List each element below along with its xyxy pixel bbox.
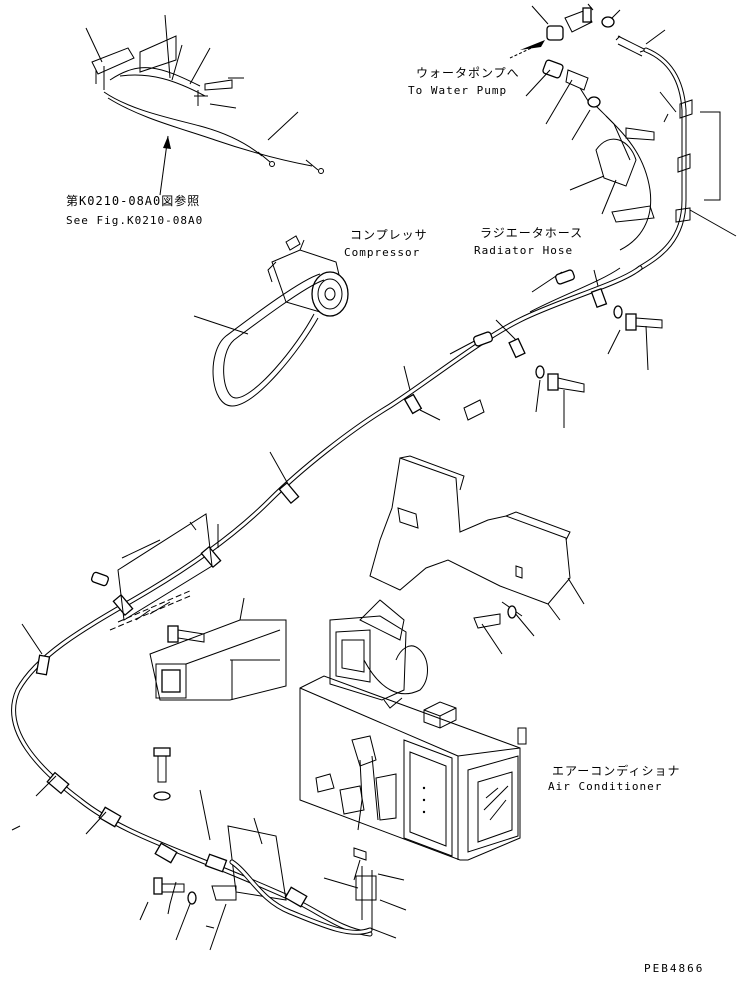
water-hose-right [595, 47, 737, 271]
compressor [193, 235, 349, 407]
radiator-hose-clamp [569, 115, 655, 223]
radiator-hose-label-en: Radiator Hose [474, 244, 574, 257]
water-pump-label-jp: ウォータポンプへ [416, 66, 520, 80]
hose-bracket-panels [117, 513, 287, 901]
drawing-code: PEB4866 [644, 962, 705, 975]
air-conditioner-label-en: Air Conditioner [548, 780, 663, 793]
air-conditioner-label-jp: エアーコンディショナ [552, 764, 681, 778]
water-pump-fittings [509, 3, 666, 141]
bolts-and-washers [90, 269, 663, 951]
see-fig-label-en: See Fig.K0210-08A0 [66, 214, 204, 227]
control-cable-assembly [85, 14, 324, 174]
radiator-hose-label-jp: ラジエータホース [480, 226, 584, 240]
see-fig-label-jp: 第K0210-08A0図参照 [66, 194, 201, 208]
air-conditioner-unit [299, 599, 527, 939]
hose-clamps [11, 269, 608, 908]
compressor-label-jp: コンプレッサ [350, 228, 428, 242]
heater-hose-lower [229, 859, 373, 935]
water-pump-label-en: To Water Pump [408, 84, 508, 97]
ac-callouts [205, 605, 535, 929]
air-duct-upper [369, 455, 585, 621]
main-heater-hose [11, 265, 643, 937]
compressor-label-en: Compressor [344, 246, 421, 259]
reference-arrow [159, 135, 171, 196]
air-duct-lower [109, 589, 287, 701]
